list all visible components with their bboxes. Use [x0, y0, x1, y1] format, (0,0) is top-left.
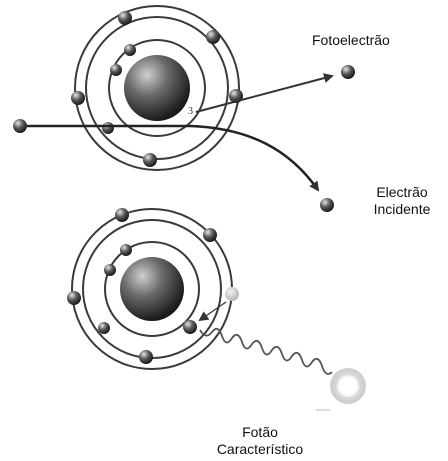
vacancy-icon: [225, 287, 239, 301]
photon-circle-icon: [332, 370, 364, 402]
bottom-electron: [115, 208, 129, 222]
bottom-electron: [139, 350, 153, 364]
photoelectron: [341, 65, 355, 79]
top-electron: [110, 64, 122, 76]
bottom-electron: [203, 228, 217, 242]
bottom-nucleus: [120, 257, 184, 321]
characteristic-photon-label: Fotão Característico: [200, 424, 320, 458]
bottom-electron: [120, 244, 132, 256]
top-atom: [71, 6, 243, 170]
bottom-electron: [98, 322, 110, 334]
photoelectron-label: Fotoelectrão: [312, 32, 390, 49]
top-electron: [71, 91, 85, 105]
photon-label-line1: Fotão: [200, 424, 320, 441]
top-electron: [118, 11, 132, 25]
transition-arrow: [200, 302, 226, 320]
top-electron: [102, 122, 114, 134]
bottom-electron: [104, 264, 116, 276]
bottom-electron: [67, 291, 81, 305]
photon-label-line2: Característico: [200, 441, 320, 458]
top-electron: [143, 153, 157, 167]
bottom-atom: [67, 208, 239, 369]
incident-electron-end: [320, 198, 334, 212]
top-electron: [206, 30, 220, 44]
shell-number: 3: [188, 106, 193, 117]
top-electron: [124, 44, 136, 56]
incident-label-line2: Incidente: [356, 201, 448, 218]
top-nucleus: [124, 55, 190, 121]
photoelectron-arrow: [196, 76, 332, 112]
photon-wave: [200, 329, 332, 374]
transition-electron: [183, 320, 197, 334]
incident-electron-start: [13, 119, 27, 133]
incident-electron-label: Electrão Incidente: [356, 184, 448, 218]
incident-label-line1: Electrão: [356, 184, 448, 201]
